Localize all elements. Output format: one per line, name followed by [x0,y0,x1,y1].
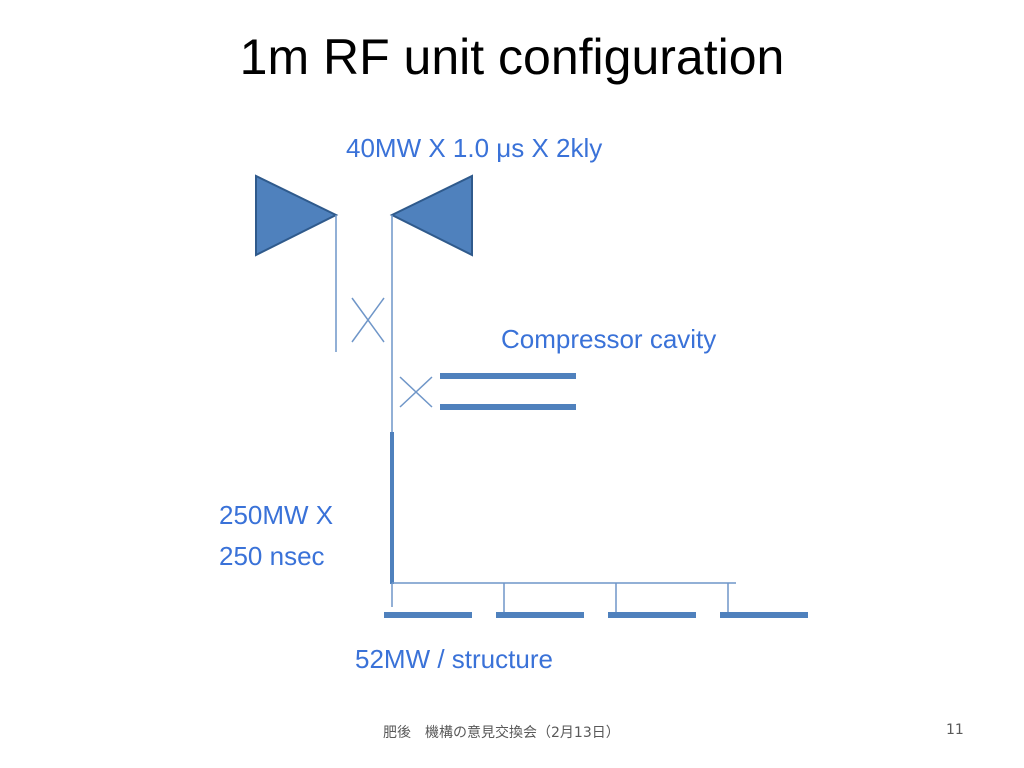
compressed-power-label-line1: 250MW X [219,500,334,530]
klystron-right [389,174,473,257]
footer-text: 肥後 機構の意見交換会（2月13日） [383,725,620,741]
hybrid-lower [399,376,433,408]
page-number: 11 [946,722,964,738]
klystron-pulse-label: 40MW X 1.0 μs X 2kly [346,133,603,163]
compressor-cavity-label: Compressor cavity [501,324,717,354]
compressed-power-label-line2: 250 nsec [219,541,325,571]
structure-power-label: 52MW / structure [355,644,553,674]
hybrid-upper [351,297,385,343]
slide-title: 1m RF unit configuration [239,29,785,85]
klystron-left [255,174,339,257]
